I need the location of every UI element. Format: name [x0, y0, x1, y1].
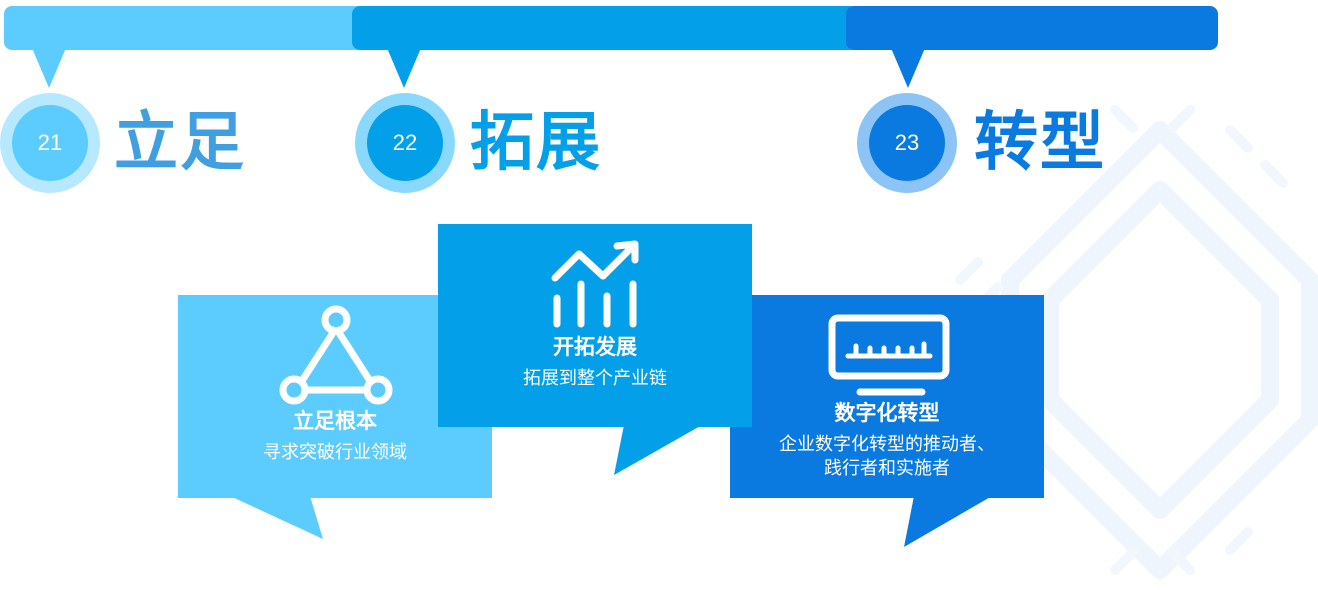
triangle-network-icon	[279, 305, 393, 405]
card-2-subtitle: 拓展到整个产业链	[523, 368, 667, 389]
card-1-subtitle: 寻求突破行业领域	[263, 442, 407, 463]
card-3-tail	[904, 496, 992, 547]
stage-number-1: 21	[12, 105, 88, 181]
timeline-pointer-3	[891, 48, 925, 88]
growth-chart-icon	[551, 240, 639, 328]
timeline-bar-stage-1	[4, 6, 364, 50]
timeline-bar-stage-2	[352, 6, 858, 50]
timeline-pointer-2	[387, 48, 421, 88]
card-2-tail	[614, 425, 702, 475]
card-3	[730, 295, 1044, 498]
monitor-equalizer-icon	[828, 314, 950, 396]
stage-number-3: 23	[869, 105, 945, 181]
stage-title-1: 立足	[114, 106, 246, 180]
card-2-title: 开拓发展	[553, 335, 637, 359]
timeline-bar-stage-3	[846, 6, 1218, 50]
card-3-subtitle-line-2: 践行者和实施者	[824, 458, 950, 479]
card-3-subtitle-line-1: 企业数字化转型的推动者、	[779, 434, 995, 455]
stage-badge-3: 23	[857, 93, 957, 193]
card-1-title: 立足根本	[293, 409, 377, 433]
stage-title-2: 拓展	[470, 106, 602, 180]
stage-number-2: 22	[367, 105, 443, 181]
card-3-title: 数字化转型	[834, 401, 940, 425]
card-1-tail	[230, 496, 323, 539]
stage-badge-2: 22	[355, 93, 455, 193]
stage-title-3: 转型	[974, 106, 1106, 180]
timeline-pointer-1	[32, 48, 66, 88]
card-2	[438, 224, 752, 427]
stage-badge-1: 21	[0, 93, 100, 193]
